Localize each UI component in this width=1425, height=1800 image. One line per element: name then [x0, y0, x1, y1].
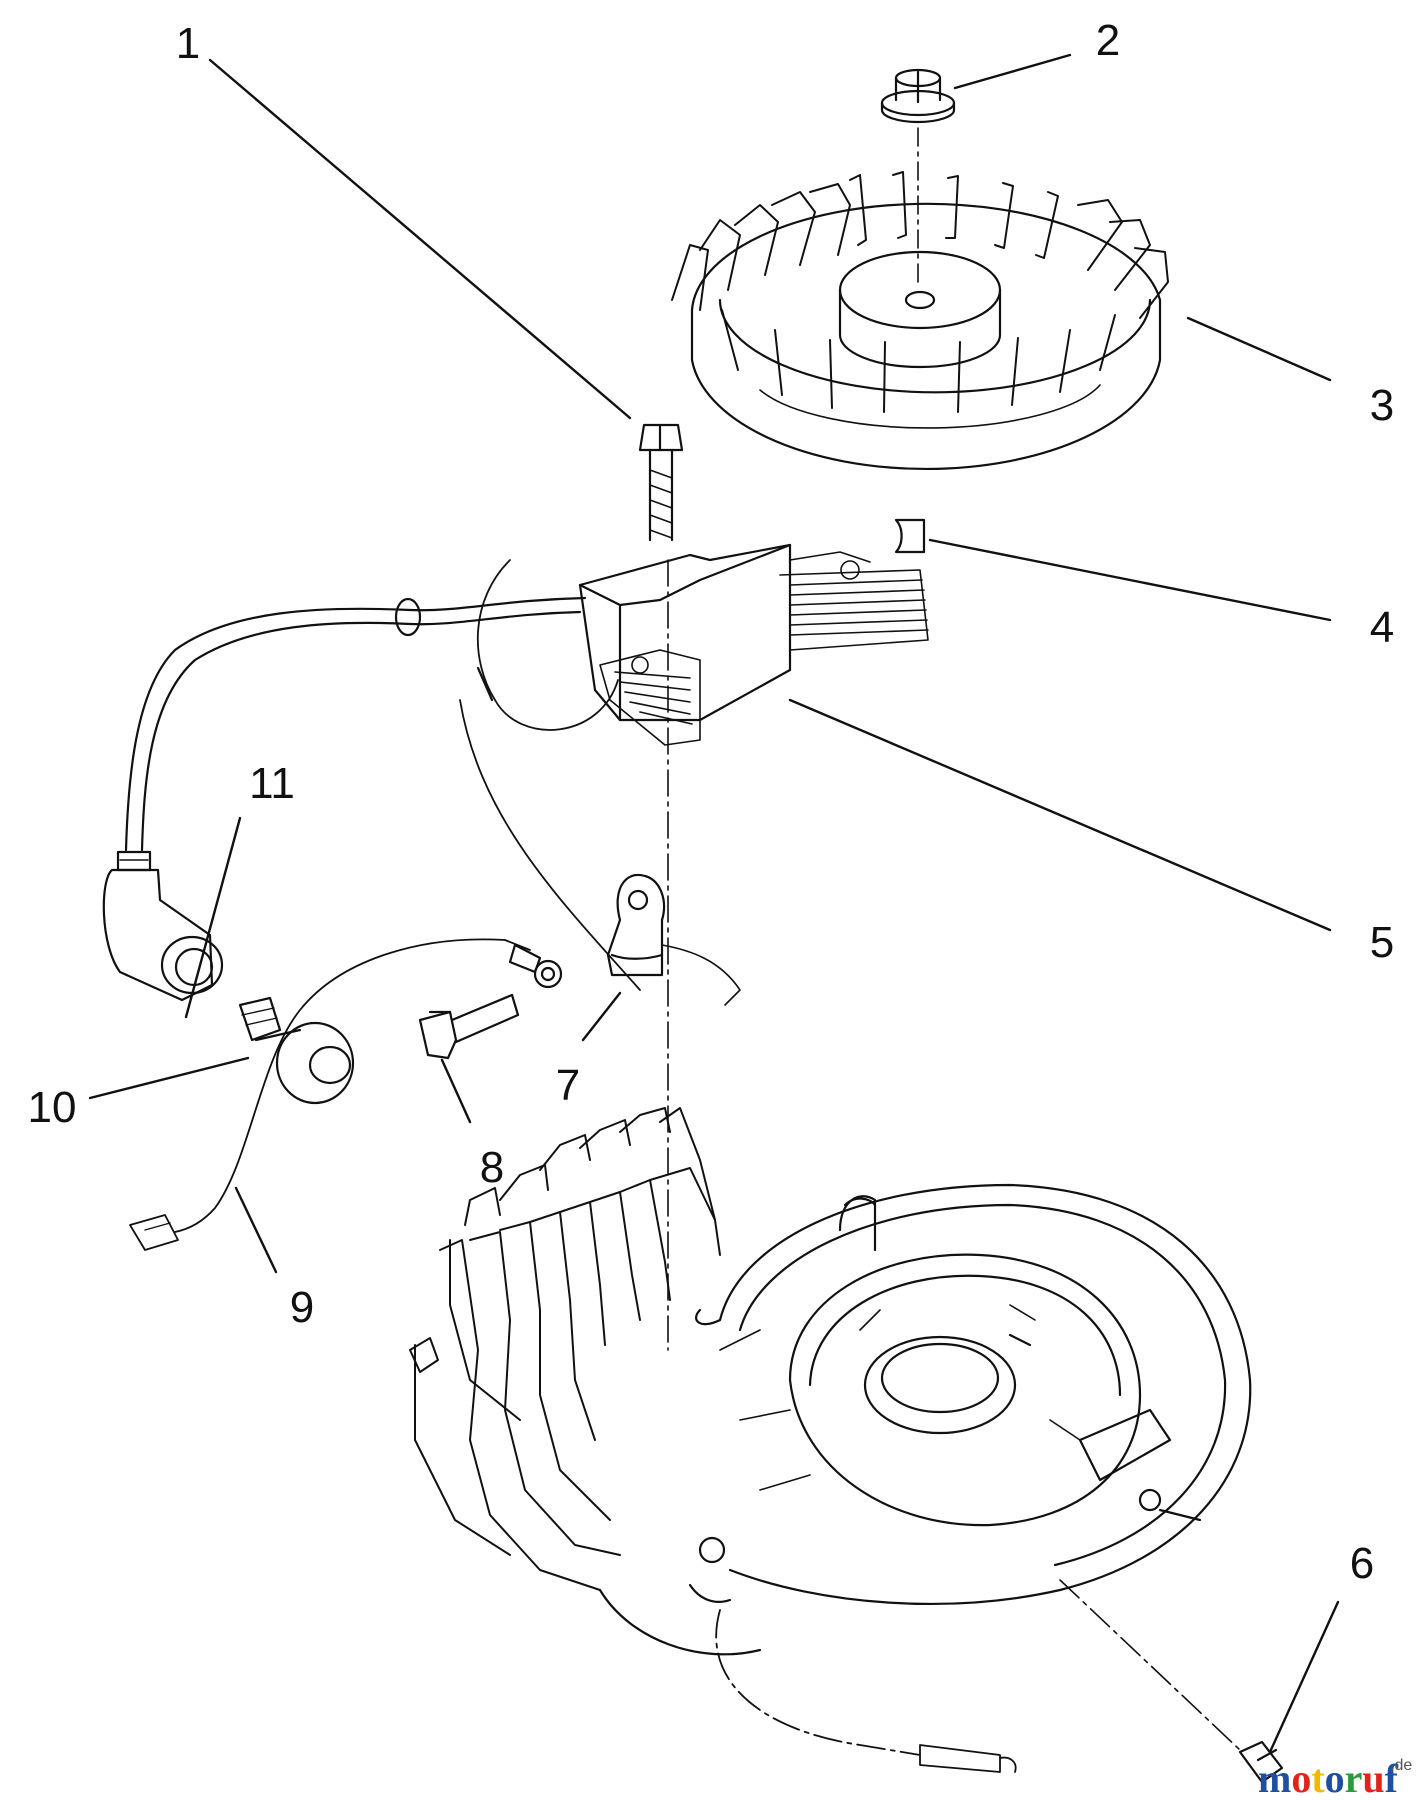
- spark-plug-lead: [124, 559, 641, 991]
- callout-9: 9: [290, 1283, 314, 1332]
- leader-lines: [88, 53, 1340, 1754]
- flywheel: [671, 171, 1169, 470]
- cylinder-fins: [409, 1107, 721, 1591]
- wire-clip: [606, 873, 741, 1006]
- engine-block: [409, 1107, 1252, 1656]
- spark-plug-connector: [238, 996, 355, 1105]
- woodruff-key: [894, 518, 926, 554]
- watermark-letter: u: [1362, 1756, 1384, 1800]
- leader-line-7: [581, 991, 622, 1042]
- watermark-letter: o: [1325, 1756, 1345, 1800]
- hex-bolt: [638, 423, 684, 542]
- flange-nut: [880, 68, 956, 124]
- centerline-screw-6: [1059, 1579, 1241, 1751]
- callout-10: 10: [28, 1083, 77, 1132]
- callout-4: 4: [1370, 603, 1394, 652]
- callout-5: 5: [1370, 918, 1394, 967]
- motoruf-watermark: motoruf .de: [1258, 1756, 1412, 1800]
- lower-lead: [715, 1609, 1017, 1773]
- hex-screw: [418, 993, 520, 1060]
- leader-line-1: [208, 58, 632, 420]
- flywheel-fins: [671, 171, 1169, 413]
- callout-11: 11: [249, 759, 295, 808]
- watermark-letter: m: [1258, 1756, 1291, 1800]
- callout-8: 8: [480, 1143, 504, 1192]
- callout-3: 3: [1370, 381, 1394, 430]
- mounting-screw: [1238, 1740, 1284, 1784]
- watermark-letter: f: [1385, 1756, 1399, 1800]
- leader-line-3: [1186, 316, 1332, 382]
- watermark-suffix: .de: [1390, 1757, 1412, 1774]
- ground-terminal: [508, 943, 563, 989]
- watermark-letter: o: [1291, 1756, 1311, 1800]
- callout-7: 7: [556, 1061, 580, 1110]
- leader-line-6: [1268, 1600, 1340, 1754]
- callout-labels: 1 2 3 4 5 6 7 8 9 10 11: [28, 16, 1395, 1588]
- leader-line-5: [788, 698, 1332, 932]
- callout-6: 6: [1350, 1539, 1374, 1588]
- leader-line-11: [184, 816, 242, 1019]
- spark-plug-boot: [102, 850, 224, 1002]
- watermark-logo: motoruf: [1258, 1756, 1399, 1800]
- ignition-module: [578, 543, 929, 746]
- leader-line-9: [234, 1186, 278, 1274]
- ground-wire: [129, 938, 531, 1251]
- leader-line-2: [953, 53, 1072, 90]
- callout-2: 2: [1096, 16, 1120, 65]
- watermark-letter: t: [1311, 1756, 1325, 1800]
- callout-1: 1: [176, 19, 200, 68]
- watermark-letter: r: [1345, 1756, 1363, 1800]
- leader-line-4: [928, 538, 1332, 622]
- leader-line-8: [440, 1058, 472, 1124]
- leader-line-10: [88, 1056, 250, 1100]
- module-laminations: [599, 551, 929, 746]
